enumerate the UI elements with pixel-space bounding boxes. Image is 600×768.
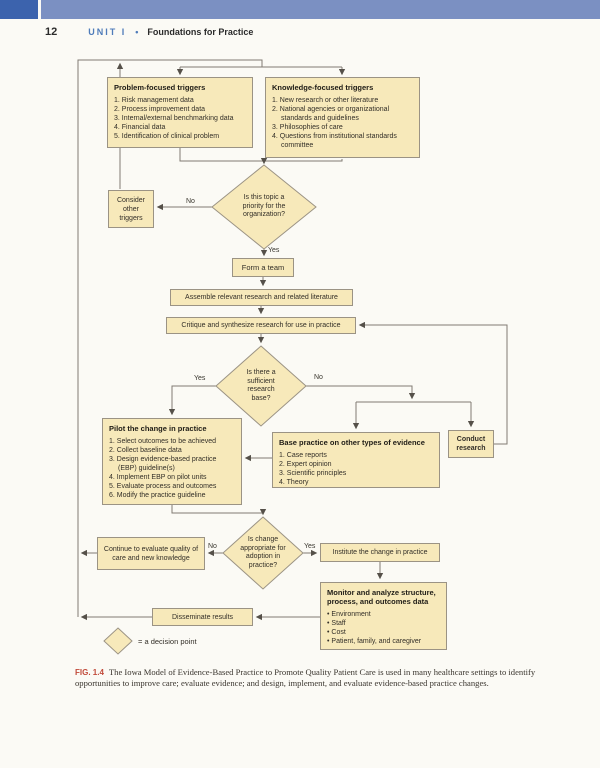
branch-label-yes: Yes bbox=[268, 247, 280, 254]
bullet-separator: • bbox=[135, 27, 139, 37]
list-item: 1. Case reports bbox=[279, 451, 327, 459]
banner-light-bar bbox=[41, 0, 600, 19]
institute-change-box: Institute the change in practice bbox=[320, 543, 440, 562]
list-item: 2. Expert opinion bbox=[279, 460, 332, 468]
top-banner bbox=[0, 0, 600, 19]
pilot-change-title: Pilot the change in practice bbox=[109, 424, 207, 433]
priority-diamond-text: Is this topic a priority for the organiz… bbox=[242, 194, 286, 219]
list-item: 4. Implement EBP on pilot units bbox=[109, 473, 207, 481]
list-item: 6. Modify the practice guideline bbox=[109, 491, 206, 499]
list-item: 4. Questions from institutional standard… bbox=[272, 132, 397, 149]
disseminate-results-box: Disseminate results bbox=[152, 608, 253, 626]
pilot-change-box: Pilot the change in practice 1. Select o… bbox=[102, 418, 242, 505]
list-item: 2. Collect baseline data bbox=[109, 446, 182, 454]
other-evidence-box: Base practice on other types of evidence… bbox=[272, 432, 440, 488]
connector-pilot-adoption bbox=[171, 505, 267, 516]
problem-triggers-title: Problem-focused triggers bbox=[114, 83, 206, 92]
list-item: 2. Process improvement data bbox=[114, 105, 206, 113]
list-item: 3. Scientific principles bbox=[279, 469, 347, 477]
research-decision-diamond bbox=[215, 345, 307, 427]
banner-dark-block bbox=[0, 0, 38, 19]
connector-research-yes bbox=[168, 385, 216, 416]
critique-research-box: Critique and synthesize research for use… bbox=[166, 317, 356, 334]
figure-number: FIG. 1.4 bbox=[75, 667, 104, 677]
unit-label: UNIT I bbox=[88, 27, 127, 37]
branch-label-no: No bbox=[186, 198, 195, 205]
list-item: 1. New research or other literature bbox=[272, 96, 379, 104]
list-item: 1. Select outcomes to be achieved bbox=[109, 437, 217, 445]
page-number: 12 bbox=[45, 26, 58, 38]
knowledge-triggers-title: Knowledge-focused triggers bbox=[272, 83, 374, 92]
problem-triggers-box: Problem-focused triggers 1. Risk managem… bbox=[107, 77, 253, 148]
list-item: 4. Theory bbox=[279, 478, 309, 486]
section-title: Foundations for Practice bbox=[147, 27, 254, 37]
other-evidence-title: Base practice on other types of evidence bbox=[279, 438, 425, 447]
knowledge-triggers-box: Knowledge-focused triggers 1. New resear… bbox=[265, 77, 420, 158]
figure-caption-text: The Iowa Model of Evidence-Based Practic… bbox=[75, 666, 536, 689]
adoption-decision-diamond bbox=[222, 516, 304, 590]
branch-label-no: No bbox=[314, 374, 323, 381]
connector-research-no bbox=[306, 385, 416, 400]
list-item: 3. Design evidence-based practice (EBP) … bbox=[109, 455, 217, 472]
legend-label: = a decision point bbox=[138, 637, 197, 646]
list-item: 1. Risk management data bbox=[114, 96, 194, 104]
list-item: • Environment bbox=[327, 610, 371, 618]
consider-triggers-box: Consider other triggers bbox=[108, 190, 154, 228]
list-item: • Staff bbox=[327, 619, 346, 627]
list-item: • Patient, family, and caregiver bbox=[327, 637, 422, 645]
conduct-research-box: Conduct research bbox=[448, 430, 494, 458]
branch-label-no: No bbox=[208, 543, 217, 550]
monitor-analyze-box: Monitor and analyze structure, process, … bbox=[320, 582, 447, 650]
continue-evaluate-box: Continue to evaluate quality of care and… bbox=[97, 537, 205, 570]
form-team-box: Form a team bbox=[232, 258, 294, 277]
assemble-research-box: Assemble relevant research and related l… bbox=[170, 289, 353, 306]
priority-decision-diamond bbox=[211, 164, 317, 250]
list-item: 3. Philosophies of care bbox=[272, 123, 343, 131]
list-item: 5. Evaluate process and outcomes bbox=[109, 482, 217, 490]
connector-outer-loop bbox=[77, 59, 263, 617]
branch-label-yes: Yes bbox=[194, 375, 206, 382]
branch-label-yes: Yes bbox=[304, 543, 316, 550]
research-diamond-text: Is there a sufficient research base? bbox=[246, 369, 276, 402]
connector-conduct-critique bbox=[358, 321, 508, 445]
list-item: 4. Financial data bbox=[114, 123, 166, 131]
legend-diamond-icon bbox=[103, 627, 133, 655]
monitor-analyze-title: Monitor and analyze structure, process, … bbox=[327, 588, 436, 606]
list-item: 2. National agencies or organizational s… bbox=[272, 105, 390, 122]
list-item: 3. Internal/external benchmarking data bbox=[114, 114, 234, 122]
list-item: • Cost bbox=[327, 628, 346, 636]
list-item: 5. Identification of clinical problem bbox=[114, 132, 220, 140]
adoption-diamond-text: Is change appropriate for adoption in pr… bbox=[240, 536, 286, 569]
running-head: 12 UNIT I • Foundations for Practice bbox=[45, 26, 253, 38]
